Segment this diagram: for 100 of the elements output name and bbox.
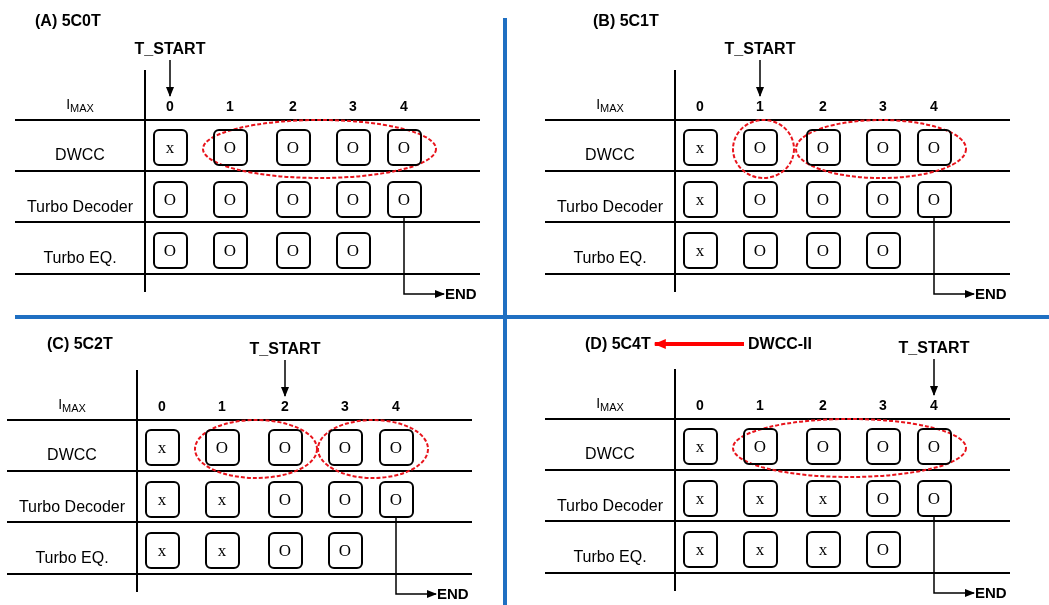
status-box: O — [805, 180, 841, 218]
status-box: O — [267, 480, 303, 518]
status-box: O — [267, 531, 303, 569]
status-box: O — [327, 428, 363, 466]
status-box: O — [386, 128, 422, 166]
status-box: O — [865, 530, 901, 568]
status-box: O — [275, 128, 311, 166]
end-label: END — [445, 286, 477, 302]
column-number: 0 — [166, 99, 174, 113]
status-box: O — [805, 427, 841, 465]
status-box: O — [865, 231, 901, 269]
column-number: 4 — [930, 99, 938, 113]
row-label: Turbo EQ. — [573, 549, 647, 565]
column-number: 1 — [756, 398, 764, 412]
panel-heading: (C) 5C2T — [47, 335, 113, 353]
status-box: x — [682, 128, 718, 166]
column-number: 3 — [879, 99, 887, 113]
panel-heading: (B) 5C1T — [593, 12, 659, 30]
start-marker-label: T_START — [898, 339, 970, 357]
arrow — [281, 359, 289, 397]
status-box: x — [144, 531, 180, 569]
column-number: 1 — [218, 399, 226, 413]
row-label: Turbo EQ. — [573, 250, 647, 266]
status-box: O — [386, 180, 422, 218]
status-box: O — [267, 428, 303, 466]
status-box: O — [742, 231, 778, 269]
panel-heading: (D) 5C4T — [585, 335, 651, 353]
row-label: Turbo EQ. — [35, 550, 109, 566]
status-box: O — [865, 128, 901, 166]
status-box: x — [805, 479, 841, 517]
row-label: DWCC — [47, 447, 97, 463]
arrow — [653, 339, 744, 349]
status-box: x — [682, 479, 718, 517]
status-box: O — [212, 180, 248, 218]
status-box: O — [212, 128, 248, 166]
row-label: DWCC — [585, 446, 635, 462]
status-box: O — [916, 479, 952, 517]
status-box: x — [682, 180, 718, 218]
status-box: O — [152, 231, 188, 269]
column-number: 4 — [400, 99, 408, 113]
panel-heading: (A) 5C0T — [35, 12, 101, 30]
column-number: 4 — [930, 398, 938, 412]
arrow — [933, 216, 975, 298]
status-box: O — [742, 128, 778, 166]
status-box: x — [144, 480, 180, 518]
column-number: 1 — [226, 99, 234, 113]
status-box: O — [916, 128, 952, 166]
status-box: O — [742, 427, 778, 465]
scheme-label: DWCC-II — [748, 335, 812, 353]
column-number: 2 — [819, 99, 827, 113]
row-label: Turbo Decoder — [556, 199, 664, 215]
column-number: 1 — [756, 99, 764, 113]
status-box: x — [682, 427, 718, 465]
status-box: O — [378, 428, 414, 466]
status-box: O — [805, 128, 841, 166]
axis-label: I$_{MAX}$ — [596, 97, 624, 111]
axis-label: I$_{MAX}$ — [66, 97, 94, 111]
end-label: END — [975, 286, 1007, 302]
status-box: x — [682, 530, 718, 568]
status-box: O — [204, 428, 240, 466]
end-label: END — [975, 585, 1007, 601]
status-box: x — [742, 479, 778, 517]
status-box: O — [335, 128, 371, 166]
column-number: 3 — [341, 399, 349, 413]
column-number: 0 — [696, 398, 704, 412]
status-box: O — [865, 180, 901, 218]
column-number: 4 — [392, 399, 400, 413]
row-label: DWCC — [585, 147, 635, 163]
status-box: O — [916, 427, 952, 465]
column-number: 3 — [879, 398, 887, 412]
status-box: O — [916, 180, 952, 218]
arrow — [756, 59, 764, 97]
column-number: 0 — [158, 399, 166, 413]
arrow — [166, 59, 174, 97]
status-box: O — [742, 180, 778, 218]
column-number: 0 — [696, 99, 704, 113]
status-box: x — [682, 231, 718, 269]
arrow — [933, 515, 975, 597]
row-label: Turbo Decoder — [556, 498, 664, 514]
status-box: x — [144, 428, 180, 466]
status-box: x — [742, 530, 778, 568]
start-marker-label: T_START — [249, 340, 321, 358]
status-box: x — [805, 530, 841, 568]
status-box: O — [152, 180, 188, 218]
column-number: 2 — [289, 99, 297, 113]
status-box: O — [335, 231, 371, 269]
axis-label: I$_{MAX}$ — [58, 397, 86, 411]
status-box: O — [865, 479, 901, 517]
status-box: O — [212, 231, 248, 269]
column-number: 3 — [349, 99, 357, 113]
status-box: x — [204, 480, 240, 518]
status-box: x — [204, 531, 240, 569]
status-box: O — [865, 427, 901, 465]
axis-label: I$_{MAX}$ — [596, 396, 624, 410]
status-box: O — [378, 480, 414, 518]
status-box: O — [335, 180, 371, 218]
end-label: END — [437, 586, 469, 602]
row-label: Turbo EQ. — [43, 250, 117, 266]
row-label: Turbo Decoder — [26, 199, 134, 215]
column-number: 2 — [819, 398, 827, 412]
